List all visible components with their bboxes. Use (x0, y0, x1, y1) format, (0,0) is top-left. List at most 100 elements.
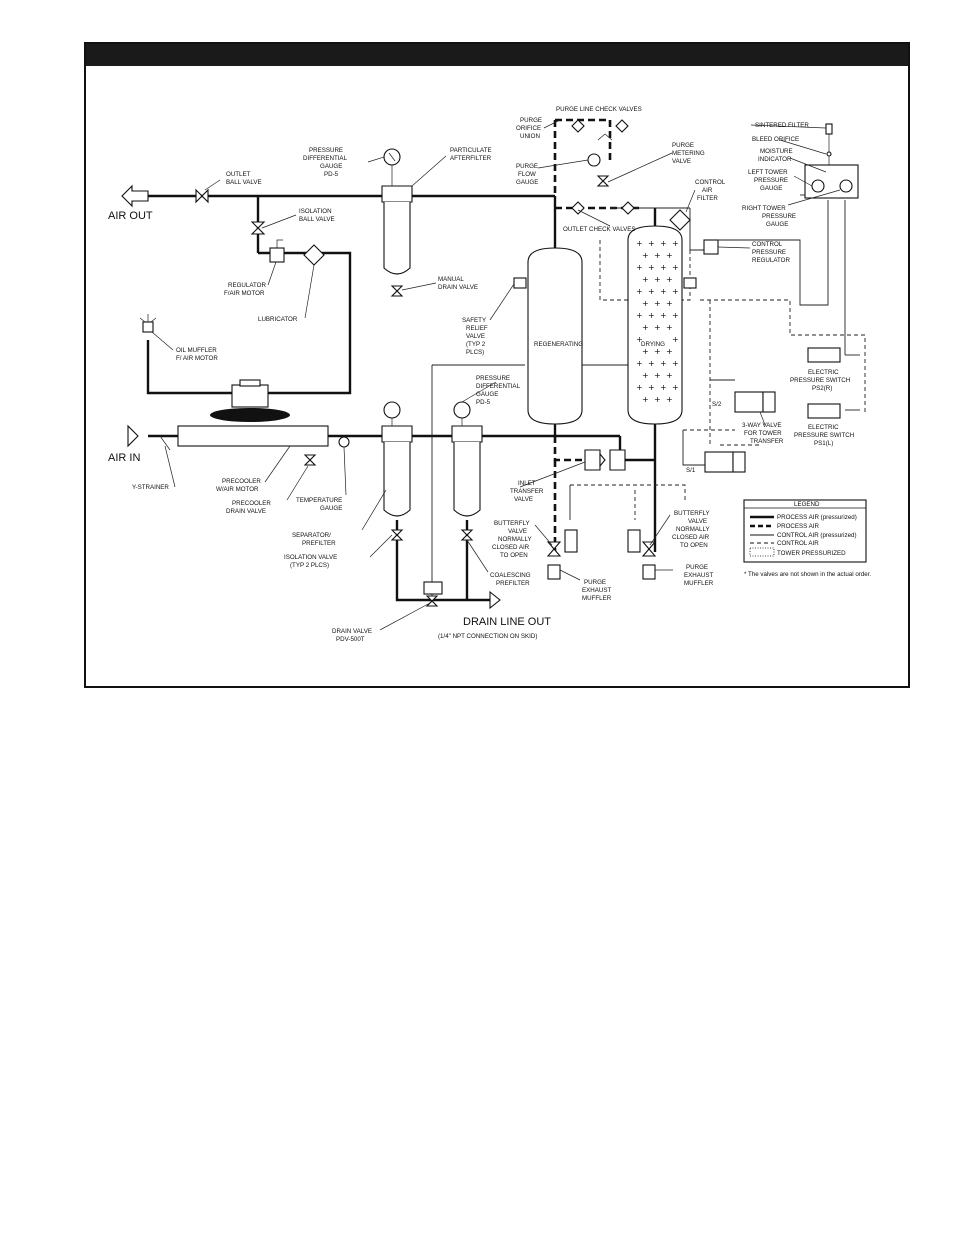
isolation-valve-label-1: ISOLATION VALVE (284, 554, 337, 561)
safety-relief-label-3: VALVE (466, 333, 485, 340)
pressure-switch-ps2 (807, 347, 841, 363)
diagram-frame (84, 42, 910, 688)
precooler-label-1: PRECOOLER (222, 478, 261, 485)
separator-prefilter (381, 401, 413, 541)
purge-metering-label-1: PURGE (672, 142, 694, 149)
desiccant-mark: + (666, 275, 673, 284)
regenerating-tower (527, 247, 583, 425)
pd-gauge-mid-label-2: DIFFERENTIAL (476, 383, 521, 390)
butterfly-left-label-4: CLOSED AIR (492, 544, 530, 551)
afterfilter-label-1: PARTICULATE (450, 147, 492, 154)
y-strainer-label: Y-STRAINER (132, 484, 169, 491)
right-tower-gauge-label-1: RIGHT TOWER (742, 205, 786, 212)
control-pressure-regulator-label-1: CONTROL (752, 241, 783, 248)
legend-item-1: PROCESS AIR (pressurized) (777, 514, 857, 521)
bleed-orifice-label: BLEED ORIFICE (752, 136, 799, 143)
butterfly-left-label-5: TO OPEN (500, 552, 528, 559)
control-air-filter-label-3: FILTER (697, 195, 718, 202)
safety-relief-valve-left (513, 277, 527, 289)
pd-gauge-mid-label-1: PRESSURE (476, 375, 510, 382)
desiccant-mark: + (642, 371, 649, 380)
purge-check-valve-right (615, 119, 629, 133)
desiccant-mark: + (642, 323, 649, 332)
precooler-drain-label-2: DRAIN VALVE (226, 508, 266, 515)
control-pressure-regulator (703, 239, 719, 255)
temperature-gauge-label-1: TEMPERATURE (296, 497, 342, 504)
separator-label-1: SEPARATOR/ (292, 532, 331, 539)
desiccant-mark: + (666, 323, 673, 332)
desiccant-mark: + (660, 287, 667, 296)
isolation-valve-label-2: (TYP 2 PLCS) (290, 562, 329, 569)
afterfilter-label-2: AFTERFILTER (450, 155, 492, 162)
coalescing-label-1: COALESCING (490, 572, 531, 579)
butterfly-actuator-right (627, 529, 641, 553)
desiccant-mark: + (648, 359, 655, 368)
right-tower-gauge-label-3: GAUGE (766, 221, 788, 228)
desiccant-mark: + (636, 359, 643, 368)
safety-relief-valve-right (683, 277, 697, 289)
desiccant-mark: + (636, 311, 643, 320)
purge-flow-gauge-label-3: GAUGE (516, 179, 538, 186)
y-strainer (159, 435, 171, 451)
legend-item-5: TOWER PRESSURIZED (777, 550, 846, 557)
sintered-filter (825, 123, 833, 135)
butterfly-left-label-1: BUTTERFLY (494, 520, 530, 527)
desiccant-mark: + (636, 335, 643, 344)
inlet-transfer-label-1: INLET (518, 480, 536, 487)
butterfly-right-label-3: NORMALLY (676, 526, 710, 533)
desiccant-mark: + (654, 395, 661, 404)
desiccant-mark: + (666, 299, 673, 308)
precooler (177, 379, 329, 447)
temperature-gauge (338, 436, 350, 448)
legend-note: * The valves are not shown in the actual… (744, 571, 871, 578)
purge-check-valve-left (571, 119, 585, 133)
desiccant-mark: + (672, 239, 679, 248)
bleed-orifice (826, 151, 832, 157)
desiccant-mark: + (636, 239, 643, 248)
butterfly-right-label-5: TO OPEN (680, 542, 708, 549)
desiccant-mark: + (672, 311, 679, 320)
ps2-label-3: PS2(R) (812, 385, 832, 392)
left-tower-gauge-label-3: GAUGE (760, 185, 782, 192)
safety-relief-label-2: RELIEF (466, 325, 488, 332)
purge-orifice-union-label-1: PURGE (520, 117, 542, 124)
ps1-label-1: ELECTRIC (808, 424, 839, 431)
outlet-check-valve-left (571, 201, 585, 215)
legend-title: LEGEND (794, 501, 820, 508)
lubricator (303, 244, 325, 266)
desiccant-mark: + (654, 275, 661, 284)
particulate-afterfilter (381, 148, 413, 297)
desiccant-mark: + (648, 287, 655, 296)
sol-1-label: S/1 (686, 467, 696, 474)
safety-relief-label-5: PLCS) (466, 349, 484, 356)
three-way-label-3: TRANSFER (750, 438, 784, 445)
desiccant-mark: + (666, 347, 673, 356)
drain-valve-label-1: DRAIN VALVE (332, 628, 372, 635)
manual-drain-label-1: MANUAL (438, 276, 464, 283)
butterfly-right-label-1: BUTTERFLY (674, 510, 710, 517)
oil-muffler (142, 321, 154, 333)
control-pressure-regulator-label-2: PRESSURE (752, 249, 786, 256)
oil-muffler-label-2: F/ AIR MOTOR (176, 355, 218, 362)
desiccant-mark: + (672, 263, 679, 272)
manual-drain-label-2: DRAIN VALVE (438, 284, 478, 291)
butterfly-left-label-2: VALVE (508, 528, 527, 535)
sol-2-label: S/2 (712, 401, 722, 408)
legend-item-2: PROCESS AIR (777, 523, 819, 530)
three-way-label-2: FOR TOWER (744, 430, 782, 437)
desiccant-mark: + (672, 287, 679, 296)
outlet-ball-valve (195, 188, 209, 204)
purge-orifice-union-label-2: ORIFICE (516, 125, 541, 132)
desiccant-mark: + (648, 383, 655, 392)
desiccant-mark: + (636, 263, 643, 272)
purge-line-check-valves-label: PURGE LINE CHECK VALVES (556, 106, 642, 113)
outlet-ball-valve-label-1: OUTLET (226, 171, 251, 178)
desiccant-mark: + (642, 347, 649, 356)
inlet-transfer-label-2: TRANSFER (510, 488, 544, 495)
drain-line-out-label: DRAIN LINE OUT (463, 616, 551, 628)
three-way-label-1: 3-WAY VALVE (742, 422, 782, 429)
lubricator-label: LUBRICATOR (258, 316, 298, 323)
isolation-ball-valve-label-2: BALL VALVE (299, 216, 335, 223)
desiccant-mark: + (660, 383, 667, 392)
